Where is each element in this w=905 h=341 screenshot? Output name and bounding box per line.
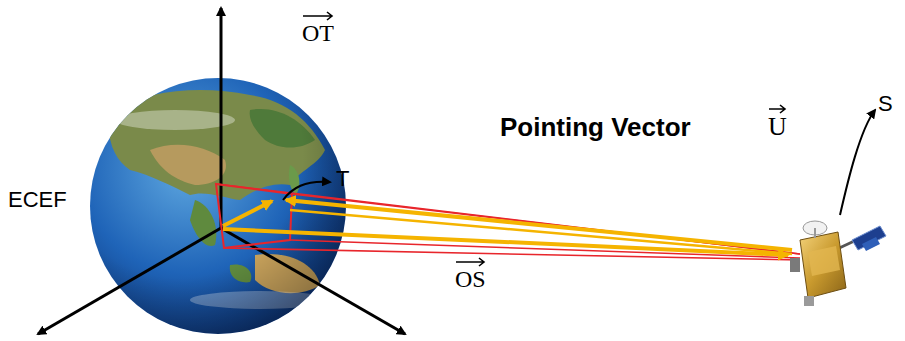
vector-label: U <box>768 113 787 142</box>
point-label: T <box>336 167 349 191</box>
vector-arrow <box>455 257 486 267</box>
vector-arrow <box>768 104 787 114</box>
field-of-view <box>216 184 800 260</box>
vectors <box>223 200 792 255</box>
satellite <box>790 221 886 306</box>
earth-globe <box>90 78 346 334</box>
ecef-axes <box>38 8 405 334</box>
pointer-arrows <box>283 110 875 215</box>
title-label: Pointing Vector <box>500 113 691 142</box>
frame-label: ECEF <box>8 188 67 212</box>
vector-arrow <box>302 11 334 21</box>
vector-label: OS <box>455 266 486 292</box>
vector-label: OT <box>302 20 334 46</box>
point-label: S <box>878 92 893 116</box>
